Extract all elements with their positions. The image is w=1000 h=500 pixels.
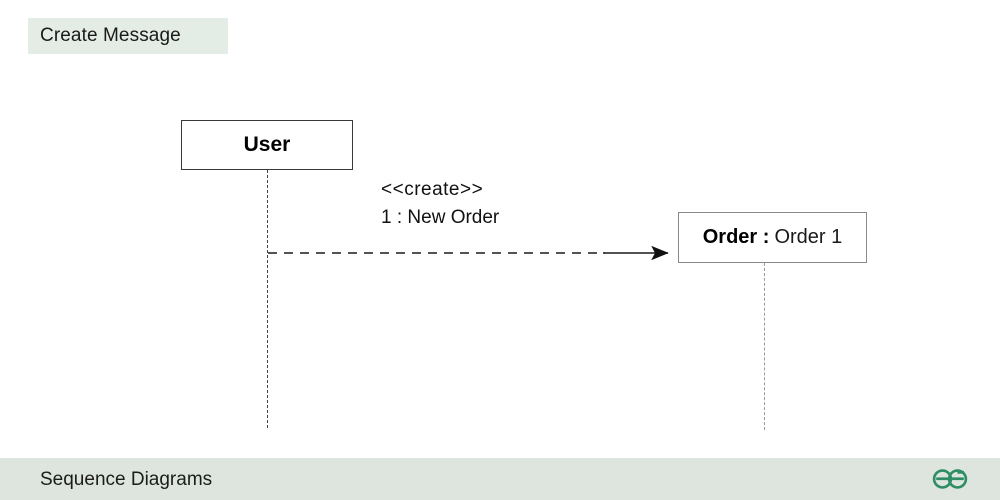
participant-label-user: User	[243, 133, 291, 156]
title-highlight-band	[28, 18, 228, 54]
lifeline-user	[267, 170, 268, 428]
lifeline-order	[764, 263, 765, 430]
participant-class-name-order: Order 1	[774, 226, 843, 248]
participant-box-order[interactable]: Order : Order 1	[678, 212, 867, 263]
message-label: <<create>> 1 : New Order	[381, 176, 499, 232]
footer-title: Sequence Diagrams	[40, 469, 213, 490]
geeksforgeeks-logo-icon[interactable]	[928, 466, 972, 492]
page-title: Create Message	[40, 25, 181, 46]
message-text: 1 : New Order	[381, 207, 500, 228]
footer-band	[0, 458, 1000, 500]
message-stereotype: <<create>>	[381, 179, 484, 200]
participant-object-name-order: Order :	[702, 226, 770, 248]
participant-box-user[interactable]: User	[181, 120, 353, 170]
